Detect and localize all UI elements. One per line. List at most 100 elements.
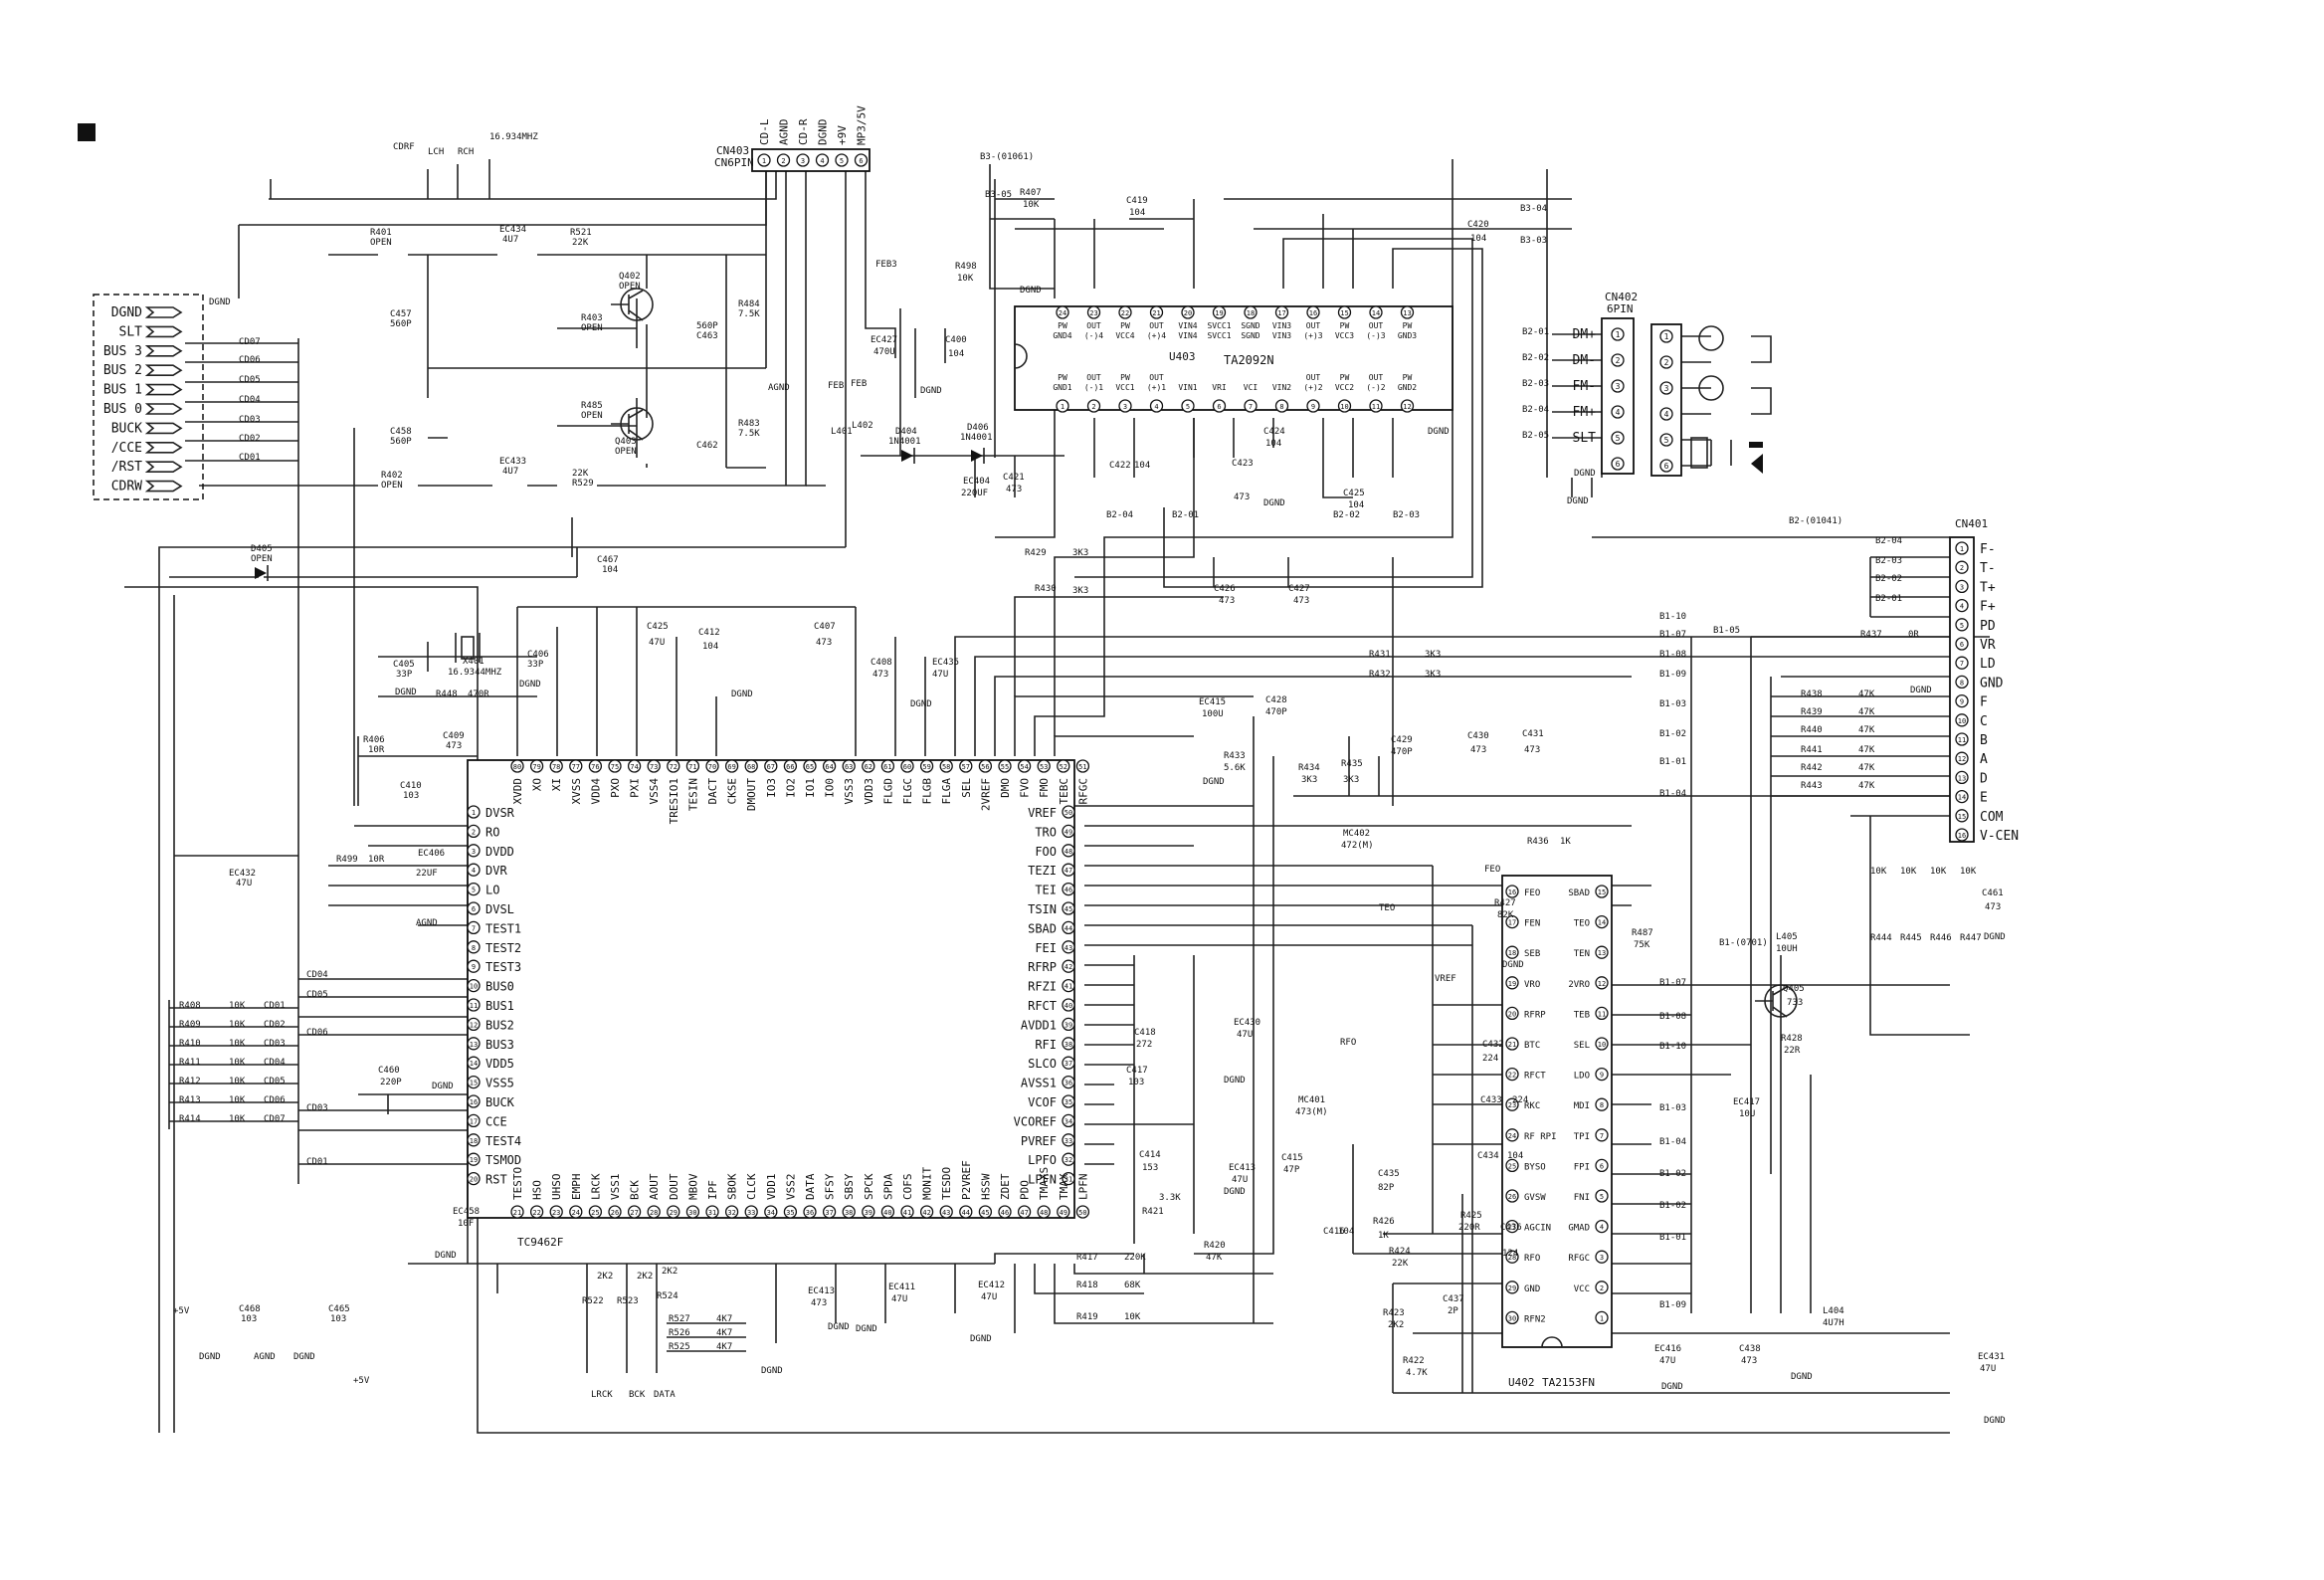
u401-pin <box>588 1205 603 1219</box>
cn401-pin <box>1955 541 1969 555</box>
component-label: 10K <box>1124 1312 1141 1322</box>
component-label: EC406 <box>418 849 445 859</box>
u402-pin-label: MDI <box>1574 1101 1590 1111</box>
u401-pin-label: DACT <box>706 778 719 805</box>
component-label: C407 <box>814 622 836 632</box>
u401-ic: TC9462F 80XVDD79XO78XI77XVSS76VDD475PXO7… <box>467 759 1089 1249</box>
limit-switch <box>1690 437 1708 469</box>
u401-pin-number: 16 <box>470 1098 478 1106</box>
component-label: DGND <box>920 386 942 396</box>
u401-pin-label: VCOREF <box>1014 1114 1057 1128</box>
u403-part: TA2092N <box>1224 353 1274 367</box>
cn401-pin-label: VR <box>1980 638 1996 653</box>
u403-pin-label: VIN3 <box>1272 331 1291 340</box>
u401-pin-number: 72 <box>670 763 678 771</box>
u401-pin-number: 15 <box>470 1080 478 1087</box>
component-label: +5V <box>353 1376 370 1386</box>
component-label: 10K <box>229 1114 246 1124</box>
component-label: OPEN <box>581 411 603 421</box>
component-label: EC413 <box>808 1286 835 1296</box>
u402-pin-number: 7 <box>1600 1132 1604 1140</box>
component-label: R529 <box>572 479 594 489</box>
u402-pin-number: 2 <box>1600 1284 1604 1292</box>
component-label: 473 <box>872 670 888 680</box>
cdrom-pin-arrow <box>144 442 183 454</box>
u403-pin <box>1212 399 1227 413</box>
component-label: Q405 <box>1783 984 1805 994</box>
cdrom-pin-arrow <box>144 364 183 376</box>
u401-pin-label: RFRP <box>1028 960 1057 974</box>
component-label: C468 <box>239 1304 261 1314</box>
cn401-pin-label: GND <box>1980 676 2004 691</box>
cn402-pin <box>1611 405 1625 419</box>
u402-pin-number: 11 <box>1598 1010 1606 1018</box>
cn402-pin <box>1611 379 1625 393</box>
component-label: R485 <box>581 401 603 411</box>
u401-pin-label: TEI <box>1035 884 1057 897</box>
component-label: D405 <box>251 544 273 554</box>
component-label: DGND <box>1502 960 1524 970</box>
u403-pin-label: OUT <box>1086 373 1101 382</box>
component-label: 473 <box>1985 902 2001 912</box>
cdrom-pin-label: BUS 0 <box>103 402 142 417</box>
component-label: 560P <box>696 321 718 331</box>
component-label: 100U <box>1202 709 1224 719</box>
component-label: 16.934MHZ <box>489 132 538 142</box>
component-label: D406 <box>967 423 989 433</box>
u402-part: TA2153FN <box>1542 1376 1595 1389</box>
component-label: B3-05 <box>985 190 1012 200</box>
cn402-pin-number: 2 <box>1616 356 1621 365</box>
u401-pin-number: 29 <box>670 1209 678 1217</box>
component-label: C426 <box>1214 584 1236 594</box>
component-label: EC413 <box>1229 1163 1256 1173</box>
u401-pin <box>510 759 524 773</box>
u401-pin-label: HSO <box>531 1180 544 1200</box>
u402-pin-number: 29 <box>1508 1284 1516 1292</box>
component-label: 22K <box>1392 1259 1409 1269</box>
u403-pin <box>1306 399 1320 413</box>
component-label: C429 <box>1391 735 1413 745</box>
u401-pin-number: 31 <box>1065 1176 1072 1184</box>
component-label: 103 <box>241 1314 257 1324</box>
component-label: 4K7 <box>716 1342 732 1352</box>
cdrom-pin-label: CDRW <box>111 480 142 494</box>
u402-pin-label: AGCIN <box>1524 1224 1551 1234</box>
u401-pin-label: SBOK <box>726 1173 739 1200</box>
component-label: OPEN <box>370 238 392 248</box>
u401-pin-number: 36 <box>1065 1080 1072 1087</box>
component-label: 104 <box>702 642 718 652</box>
cn401-pin-label: C <box>1980 714 1988 729</box>
cn403-ref: CN403 <box>716 144 749 157</box>
u401-pin <box>549 1205 563 1219</box>
u402-pin <box>1595 1281 1609 1294</box>
cdrom-pin-arrow <box>144 383 183 396</box>
component-label: R447 <box>1960 933 1982 943</box>
u401-pin-label: COFS <box>901 1174 914 1201</box>
u401-pin-number: 9 <box>472 963 476 971</box>
component-label: R431 <box>1369 650 1391 660</box>
component-label: 2K2 <box>597 1272 613 1282</box>
component-label: C406 <box>527 650 549 660</box>
u401-pin-label: VDD5 <box>485 1057 514 1071</box>
u401-pin-label: DATA <box>804 1173 817 1200</box>
component-label: CD07 <box>264 1114 286 1124</box>
component-label: 560P <box>390 437 412 447</box>
component-label: 104 <box>1134 461 1150 471</box>
u403-pin <box>1181 399 1195 413</box>
u402-pin-label: TPI <box>1574 1132 1590 1142</box>
cn403-pin-label: +9V <box>836 125 849 145</box>
component-label: 16.9344MHZ <box>448 668 502 678</box>
cn401-pin <box>1955 828 1969 842</box>
u401-pin-number: 1 <box>472 809 476 817</box>
u402-pin-label: RKC <box>1524 1101 1540 1111</box>
u402-pin-number: 17 <box>1508 919 1516 927</box>
u401-pin-number: 39 <box>1065 1021 1072 1029</box>
u403-pin-label: VIN4 <box>1178 331 1197 340</box>
u402-pin-number: 28 <box>1508 1254 1516 1262</box>
component-label: B1-02 <box>1659 1169 1686 1179</box>
u403-pin <box>1400 399 1415 413</box>
component-label: R433 <box>1224 751 1246 761</box>
cn401-pin-label: V-CEN <box>1980 829 2019 844</box>
u401-pin <box>959 759 973 773</box>
